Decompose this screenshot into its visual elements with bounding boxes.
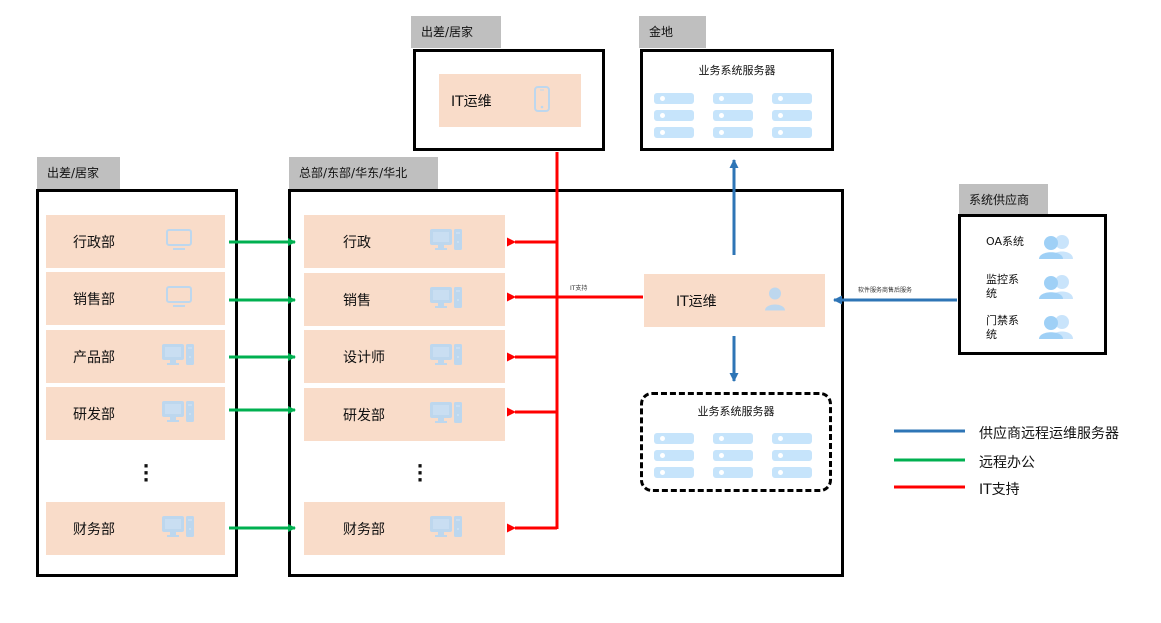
it-support-annotation: IT支持 — [570, 285, 588, 292]
vendor-system-label[interactable]: OA系统 — [986, 235, 1024, 248]
hq-dept-card[interactable]: 研发部 — [304, 388, 505, 441]
desktop-computer-icon — [430, 228, 462, 256]
dept-label: 行政部 — [73, 234, 115, 251]
golddata-tag: 金地 — [639, 16, 706, 48]
hq-local-servers-title: 业务系统服务器 — [697, 405, 775, 418]
server-rack-icon — [772, 93, 812, 104]
server-rack-icon — [654, 433, 694, 444]
desktop-computer-icon — [162, 515, 194, 543]
hq-local-servers-frame — [640, 392, 832, 492]
server-rack-icon — [654, 110, 694, 121]
server-rack-icon — [713, 127, 753, 138]
remote-dept-card[interactable]: 行政部 — [46, 215, 225, 268]
hq-dept-card[interactable]: 销售 — [304, 273, 505, 326]
server-rack-icon — [713, 433, 753, 444]
server-rack-icon — [713, 450, 753, 461]
desktop-computer-icon — [430, 515, 462, 543]
remote-it-card[interactable]: IT运维 — [439, 74, 581, 127]
dept-label: 产品部 — [73, 349, 115, 366]
desktop-computer-icon — [430, 343, 462, 371]
mobile-phone-icon — [534, 85, 550, 116]
server-rack-icon — [654, 450, 694, 461]
it-ops-label: IT运维 — [676, 293, 717, 310]
hq-it-ops-card[interactable]: IT运维 — [644, 274, 825, 327]
server-rack-icon — [772, 450, 812, 461]
it-support-lines — [507, 152, 643, 533]
server-rack-icon — [654, 127, 694, 138]
user-icon — [764, 286, 786, 315]
desktop-computer-icon — [162, 343, 194, 371]
users-icon — [1039, 234, 1073, 264]
dept-label: 销售部 — [73, 291, 115, 308]
remote-dept-card[interactable]: 财务部 — [46, 502, 225, 555]
server-rack-icon — [654, 467, 694, 478]
hq-tag: 总部/东部/华东/华北 — [289, 157, 438, 189]
remote-dept-card[interactable]: 研发部 — [46, 387, 225, 440]
dept-label: 研发部 — [73, 406, 115, 423]
golddata-servers-title: 业务系统服务器 — [698, 64, 776, 77]
hq-dept-card[interactable]: 行政 — [304, 215, 505, 268]
server-rack-icon — [713, 110, 753, 121]
desktop-computer-icon — [162, 400, 194, 428]
hq-local-server-grid — [654, 433, 812, 478]
remote-office-arrows — [229, 238, 296, 532]
vendor-tag: 系统供应商 — [959, 184, 1048, 215]
legend-swatches — [894, 429, 965, 489]
dept-label: 财务部 — [343, 521, 385, 538]
server-rack-icon — [713, 467, 753, 478]
vendor-service-annotation: 软件服务商售后服务 — [858, 287, 913, 294]
dept-label: 设计师 — [343, 349, 385, 366]
server-rack-icon — [772, 127, 812, 138]
server-rack-icon — [713, 93, 753, 104]
dept-label: 销售 — [343, 292, 371, 309]
server-rack-icon — [772, 433, 812, 444]
desktop-computer-icon — [430, 286, 462, 314]
dept-label: 研发部 — [343, 407, 385, 424]
ellipsis: ··· — [142, 456, 150, 491]
ellipsis: ··· — [416, 456, 424, 491]
server-rack-icon — [654, 93, 694, 104]
monitor-icon — [166, 228, 192, 255]
users-icon — [1039, 274, 1073, 304]
remote-it-tag: 出差/居家 — [411, 16, 501, 48]
legend-label-vendor-remote-ops: 供应商远程运维服务器 — [979, 426, 1119, 442]
golddata-server-grid — [654, 93, 812, 138]
remote-it-label: IT运维 — [451, 93, 492, 110]
users-icon — [1039, 314, 1073, 344]
remote-dept-card[interactable]: 产品部 — [46, 330, 225, 383]
server-rack-icon — [772, 110, 812, 121]
remote-dept-card[interactable]: 销售部 — [46, 272, 225, 325]
dept-label: 行政 — [343, 234, 371, 251]
legend-label-remote-office: 远程办公 — [979, 455, 1035, 471]
vendor-system-label[interactable]: 监控系统 — [986, 273, 1019, 300]
vendor-frame — [958, 214, 1107, 355]
dept-label: 财务部 — [73, 521, 115, 538]
hq-dept-card[interactable]: 财务部 — [304, 502, 505, 555]
desktop-computer-icon — [430, 401, 462, 429]
remote-depts-tag: 出差/居家 — [37, 157, 120, 189]
hq-dept-card[interactable]: 设计师 — [304, 330, 505, 383]
vendor-system-label[interactable]: 门禁系统 — [986, 314, 1019, 341]
vendor-ops-arrows — [729, 159, 957, 382]
legend-label-it-support: IT支持 — [979, 482, 1020, 498]
server-rack-icon — [772, 467, 812, 478]
monitor-icon — [166, 285, 192, 312]
